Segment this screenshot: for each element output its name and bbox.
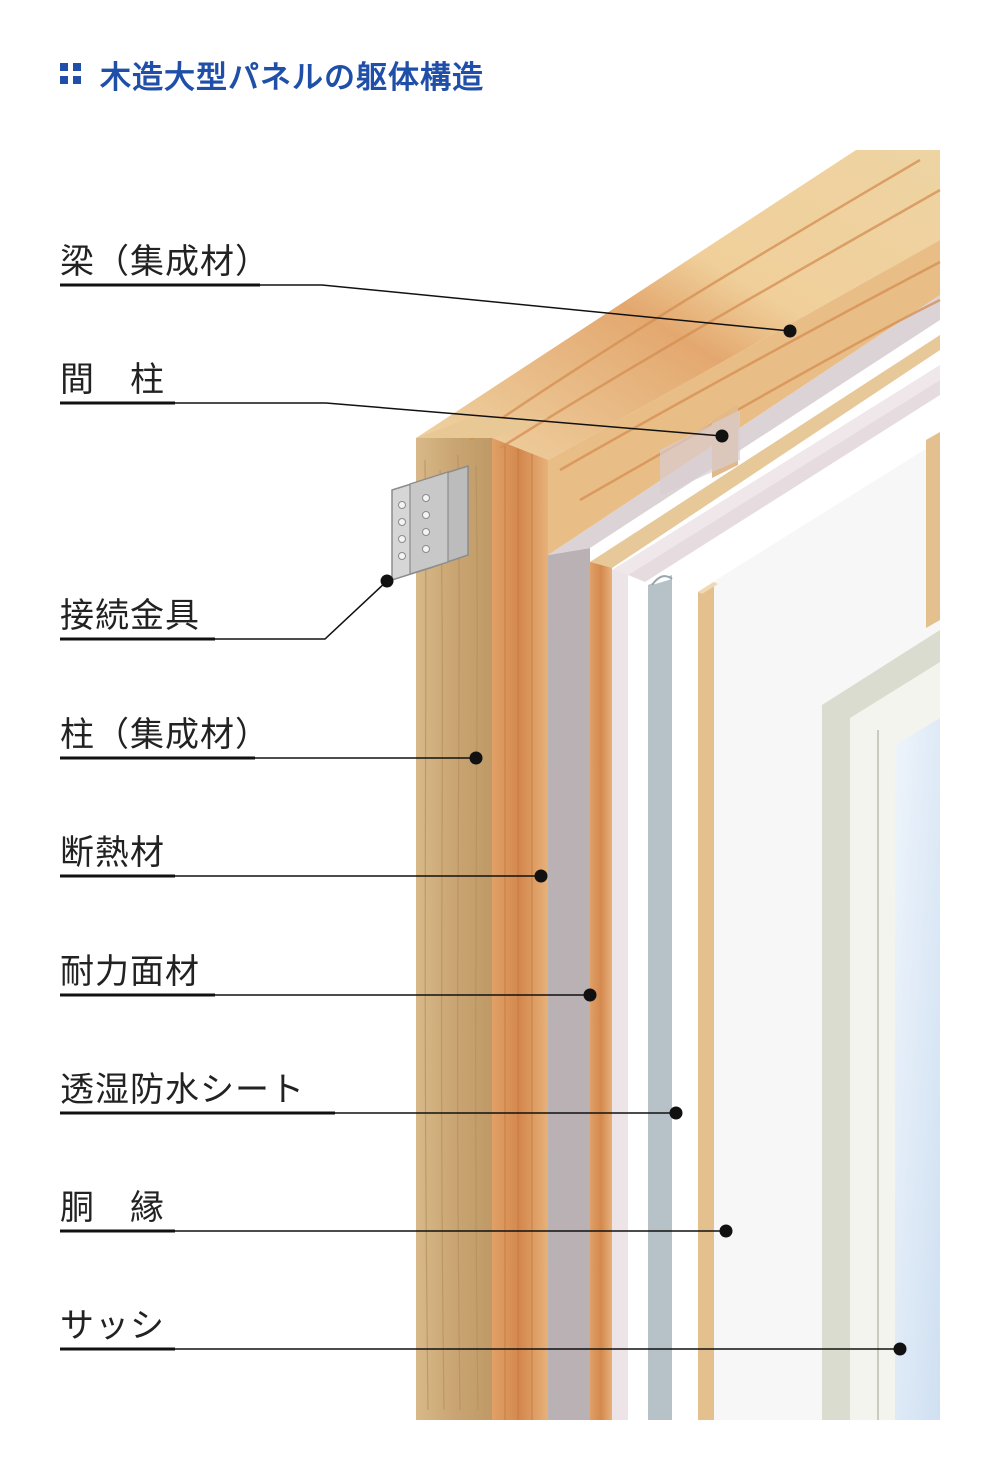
sash-glass xyxy=(895,718,940,1420)
furring-strip xyxy=(698,582,714,1420)
label-breathable-sheet: 透湿防水シート xyxy=(60,1070,305,1110)
title-text: 木造大型パネルの躯体構造 xyxy=(100,59,484,96)
connector-hardware xyxy=(391,464,469,582)
leader-connector xyxy=(60,580,388,641)
leader-dot-insulation xyxy=(534,869,548,883)
beam-side xyxy=(548,240,940,555)
leader-dot-structural-panel xyxy=(583,988,597,1002)
title-bullet-icon xyxy=(60,63,82,85)
label-beam: 梁（集成材） xyxy=(60,242,270,282)
leader-dot-breathable-sheet xyxy=(669,1106,683,1120)
label-furring: 胴 縁 xyxy=(60,1188,165,1228)
furring-strip-upper xyxy=(926,432,940,628)
column-face xyxy=(416,438,492,1420)
label-column: 柱（集成材） xyxy=(60,715,270,755)
label-connector: 接続金具 xyxy=(60,596,200,636)
leader-dot-beam xyxy=(783,324,797,338)
leader-dot-sash xyxy=(893,1342,907,1356)
column-side xyxy=(492,418,548,1420)
leader-dot-stud xyxy=(715,429,729,443)
label-stud: 間 柱 xyxy=(60,360,165,400)
label-insulation: 断熱材 xyxy=(60,833,165,873)
label-structural-panel: 耐力面材 xyxy=(60,952,200,992)
leader-stud xyxy=(60,401,723,437)
insulation-face xyxy=(548,548,590,1420)
label-sash: サッシ xyxy=(60,1306,165,1346)
leader-dot-furring xyxy=(719,1224,733,1238)
structural-panel-top xyxy=(612,365,940,575)
structural-panel-face xyxy=(612,560,628,1420)
page-title: 木造大型パネルの躯体構造 xyxy=(60,52,484,96)
breathable-sheet xyxy=(648,575,672,1420)
leader-beam xyxy=(60,283,791,332)
leader-dot-column xyxy=(469,751,483,765)
leader-dot-connector xyxy=(380,574,394,588)
inner-stud xyxy=(590,550,612,1420)
